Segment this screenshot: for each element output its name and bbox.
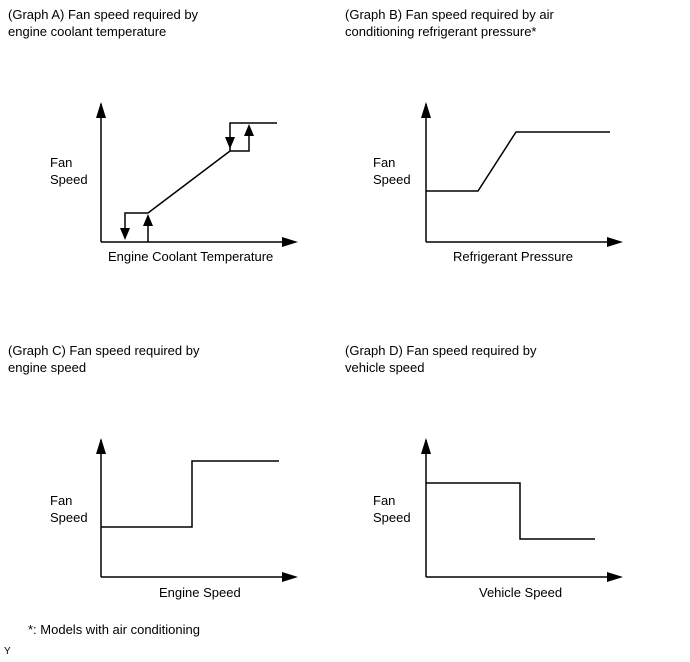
graph-c-y-axis-arrowhead [96, 438, 106, 454]
figure-id: Y [4, 646, 11, 657]
graph-b-y-label-line-2: Speed [373, 172, 411, 187]
graph-d-speed-curve [426, 482, 595, 540]
graph-c-plot [96, 438, 298, 582]
graph-a-high-down-arrow [225, 137, 235, 149]
graph-d-y-label-line-2: Speed [373, 510, 411, 525]
graph-a-y-axis-label: Fan Speed [50, 154, 88, 188]
graph-b-y-axis-label: Fan Speed [373, 154, 411, 188]
graph-b: (Graph B) Fan speed required by air cond… [345, 6, 675, 326]
graph-a-y-label-line-1: Fan [50, 155, 73, 170]
graph-d-title-line-2: vehicle speed [345, 360, 425, 375]
graph-c-title: (Graph C) Fan speed required by engine s… [8, 342, 338, 376]
graph-c-x-axis-arrowhead [282, 572, 298, 582]
graph-d-y-axis-arrowhead [421, 438, 431, 454]
graph-d-x-axis-arrowhead [607, 572, 623, 582]
graph-a-x-axis-arrowhead [282, 237, 298, 247]
graph-d: (Graph D) Fan speed required by vehicle … [345, 342, 675, 662]
graph-b-title-line-2: conditioning refrigerant pressure* [345, 24, 537, 39]
graph-a: (Graph A) Fan speed required by engine c… [8, 6, 338, 326]
graph-c-y-label-line-2: Speed [50, 510, 88, 525]
graph-c-y-axis-label: Fan Speed [50, 492, 88, 526]
graph-d-y-axis-label: Fan Speed [373, 492, 411, 526]
graph-c-y-label-line-1: Fan [50, 493, 73, 508]
graph-d-x-axis-label: Vehicle Speed [479, 585, 563, 600]
graph-a-title-line-2: engine coolant temperature [8, 24, 167, 39]
graph-a-low-down-arrow [120, 228, 130, 240]
graph-c-title-line-2: engine speed [8, 360, 87, 375]
graph-b-speed-curve [426, 131, 610, 192]
footnote: *: Models with air conditioning [28, 622, 200, 637]
graph-a-title-line-1: (Graph A) Fan speed required by [8, 7, 199, 22]
graph-a-high-up-arrow [244, 124, 254, 136]
graph-b-y-label-line-1: Fan [373, 155, 396, 170]
graph-b-title-line-1: (Graph B) Fan speed required by air [345, 7, 554, 22]
graph-b-plot [421, 102, 623, 247]
graph-d-title-line-1: (Graph D) Fan speed required by [345, 343, 537, 358]
graph-d-title: (Graph D) Fan speed required by vehicle … [345, 342, 675, 376]
graph-c: (Graph C) Fan speed required by engine s… [8, 342, 338, 662]
graph-a-high-speed-segment [229, 122, 277, 151]
graph-b-x-axis-arrowhead [607, 237, 623, 247]
graph-b-x-axis-label: Refrigerant Pressure [453, 249, 573, 264]
graph-a-title: (Graph A) Fan speed required by engine c… [8, 6, 338, 40]
graph-a-speed-curve [124, 136, 250, 228]
graph-a-y-label-line-2: Speed [50, 172, 88, 187]
graph-c-speed-curve [101, 460, 279, 528]
graph-c-x-axis-label: Engine Speed [159, 585, 241, 600]
graph-a-y-axis-arrowhead [96, 102, 106, 118]
graph-b-y-axis-arrowhead [421, 102, 431, 118]
graph-a-plot [96, 102, 298, 247]
graph-a-low-up-arrow [143, 214, 153, 226]
graph-b-title: (Graph B) Fan speed required by air cond… [345, 6, 675, 40]
graph-d-plot [421, 438, 623, 582]
graph-a-x-axis-label: Engine Coolant Temperature [108, 249, 274, 264]
graph-d-y-label-line-1: Fan [373, 493, 396, 508]
graph-c-title-line-1: (Graph C) Fan speed required by [8, 343, 200, 358]
